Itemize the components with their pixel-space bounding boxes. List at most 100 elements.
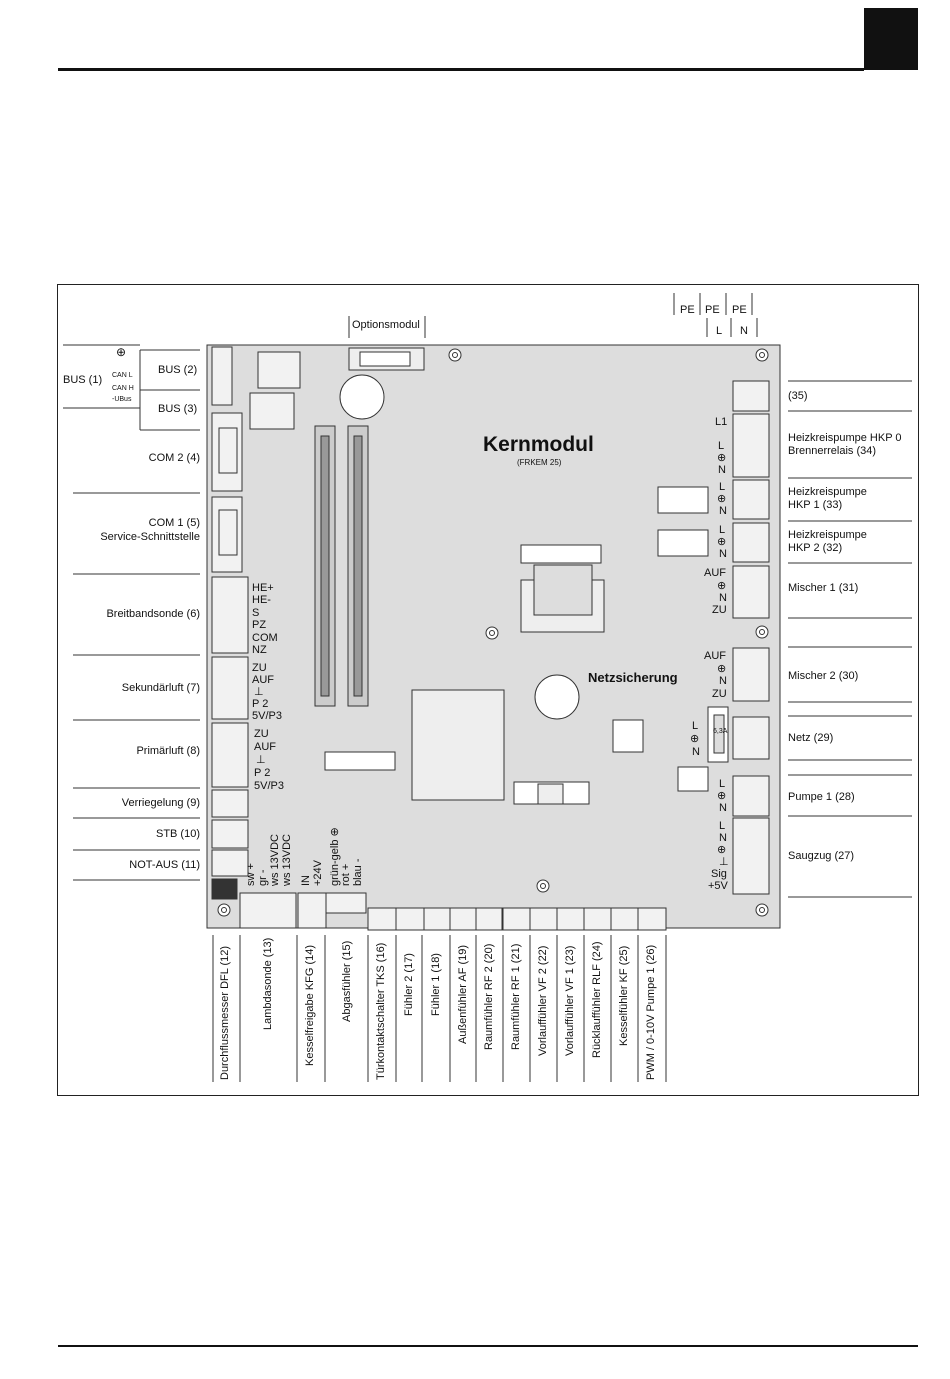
abgas-pin-3: blau - xyxy=(352,858,364,886)
label-brennerrelais: Brennerrelais (34) xyxy=(788,445,877,457)
pumpe1-pin-1: L xyxy=(719,778,726,790)
abgas-pin-2: rot + xyxy=(340,863,352,886)
bus1-label: BUS (1) xyxy=(63,374,103,386)
fuse-value: 6,3A xyxy=(713,728,728,735)
bottom-label-20: Raumfühler RF 2 (20) xyxy=(483,943,495,1050)
sekundar-label: Sekundärluft (7) xyxy=(121,682,200,694)
bottom-label-24: Rücklauffühler RLF (24) xyxy=(591,941,603,1058)
bottom-leader-lines xyxy=(212,935,667,1082)
verriegelung-label: Verriegelung (9) xyxy=(121,797,200,809)
bottom-label-15: Abgasfühler (15) xyxy=(341,940,353,1022)
lambda-pin-1: sw + xyxy=(245,863,257,886)
stb-label: STB (10) xyxy=(155,828,200,840)
header-rule xyxy=(58,68,864,71)
hkp2-pin-1: L xyxy=(719,524,726,536)
sekundar-pin-4: P 2 xyxy=(252,698,269,710)
bottom-label-26: PWM / 0-10V Pumpe 1 (26) xyxy=(645,944,657,1080)
bottom-label-23: Vorlauffühler VF 1 (23) xyxy=(564,945,576,1056)
mischer2-pin-4: ZU xyxy=(712,688,727,700)
breitband-pin-2: HE- xyxy=(252,594,271,606)
right-connectors xyxy=(732,380,770,895)
board-title: Kernmodul xyxy=(483,433,594,456)
sekundar-pin-1: ZU xyxy=(252,662,267,674)
bottom-label-16: Türkontaktschalter TKS (16) xyxy=(375,942,387,1080)
mischer2-pin-2: ⊕ xyxy=(717,663,727,675)
lambda-pin-2: gr - xyxy=(257,869,269,887)
hkp2-pin-2: ⊕ xyxy=(717,536,727,548)
primar-pin-3: ⊥ xyxy=(256,754,266,766)
mischer1-pin-3: N xyxy=(719,592,727,604)
label-hkp0: Heizkreispumpe HKP 0 xyxy=(788,432,902,444)
hkp0-pin-1: L1 xyxy=(715,416,728,428)
figure-frame xyxy=(57,284,919,1096)
breitband-pin-1: HE+ xyxy=(252,582,274,594)
can-l-label: CAN L xyxy=(112,372,133,379)
not-aus-label: NOT-AUS (11) xyxy=(129,859,200,871)
label-hkp2-a: Heizkreispumpe xyxy=(788,529,867,541)
l-label: L xyxy=(716,325,723,337)
hkp1-pin-1: L xyxy=(719,481,726,493)
ubus-label: -UBus xyxy=(112,396,132,403)
label-mischer1: Mischer 1 (31) xyxy=(788,582,859,594)
hkp2-pin-3: N xyxy=(719,548,727,560)
saugzug-pin-5: Sig xyxy=(711,868,727,880)
label-35: (35) xyxy=(788,390,808,402)
relay-symbols xyxy=(657,486,709,792)
primar-pin-5: 5V/P3 xyxy=(254,780,284,792)
breitband-pin-5: COM xyxy=(252,632,278,644)
label-hkp1-a: Heizkreispumpe xyxy=(788,486,867,498)
hkp0-pin-2: L xyxy=(718,440,725,452)
mischer2-pin-3: N xyxy=(719,675,727,687)
option-module-label: Optionsmodul xyxy=(352,319,420,331)
bus2-label: BUS (2) xyxy=(158,364,198,376)
sekundar-pin-2: AUF xyxy=(252,674,274,686)
label-saugzug: Saugzug (27) xyxy=(788,850,855,862)
lambda-pin-3: ws 13VDC xyxy=(269,834,281,886)
mischer2-pin-1: AUF xyxy=(704,650,726,662)
pe-label-3: PE xyxy=(732,304,747,316)
primar-label: Primärluft (8) xyxy=(136,745,200,757)
mischer1-pin-2: ⊕ xyxy=(717,580,727,592)
com2-label: COM 2 (4) xyxy=(148,452,200,464)
footer-rule xyxy=(58,1345,918,1347)
bus3-label: BUS (3) xyxy=(158,403,198,415)
pe-label-1: PE xyxy=(680,304,695,316)
kfg-pin-2: +24V xyxy=(312,860,324,886)
bottom-label-14: Kesselfreigabe KFG (14) xyxy=(304,944,316,1066)
service-label: Service-Schnittstelle xyxy=(100,531,200,543)
bottom-label-22: Vorlauffühler VF 2 (22) xyxy=(537,945,549,1056)
fuse-label: Netzsicherung xyxy=(588,670,678,685)
saugzug-pin-4: ⊥ xyxy=(719,856,729,868)
n-label: N xyxy=(740,325,748,337)
saugzug-pin-6: +5V xyxy=(708,880,728,892)
left-leader-lines xyxy=(63,344,200,881)
label-mischer2: Mischer 2 (30) xyxy=(788,670,859,682)
breitband-label: Breitbandsonde (6) xyxy=(106,608,200,620)
left-connectors xyxy=(211,346,301,900)
label-netz: Netz (29) xyxy=(788,732,834,744)
board-components xyxy=(324,544,729,805)
com1-label: COM 1 (5) xyxy=(148,517,200,529)
mischer1-pin-1: AUF xyxy=(704,567,726,579)
pumpe1-pin-2: ⊕ xyxy=(717,790,727,802)
breitband-pin-3: S xyxy=(252,607,260,619)
can-h-label: CAN H xyxy=(112,385,134,392)
saugzug-pin-2: N xyxy=(719,832,727,844)
top-leader-lines xyxy=(348,293,758,338)
mischer1-pin-4: ZU xyxy=(712,604,727,616)
netz-pin-1: L xyxy=(692,720,699,732)
primar-pin-2: AUF xyxy=(254,741,276,753)
sekundar-pin-5: 5V/P3 xyxy=(252,710,282,722)
hkp0-pin-4: N xyxy=(718,464,726,476)
breitband-pin-4: PZ xyxy=(252,619,267,631)
pumpe1-pin-3: N xyxy=(719,802,727,814)
label-pumpe1: Pumpe 1 (28) xyxy=(788,791,855,803)
pe-label-2: PE xyxy=(705,304,720,316)
hkp0-pin-3: ⊕ xyxy=(717,452,727,464)
primar-pin-1: ZU xyxy=(254,728,269,740)
kfg-pin-1: IN xyxy=(300,875,312,886)
battery xyxy=(339,374,385,420)
saugzug-pin-1: L xyxy=(719,820,726,832)
saugzug-pin-3: ⊕ xyxy=(717,844,727,856)
